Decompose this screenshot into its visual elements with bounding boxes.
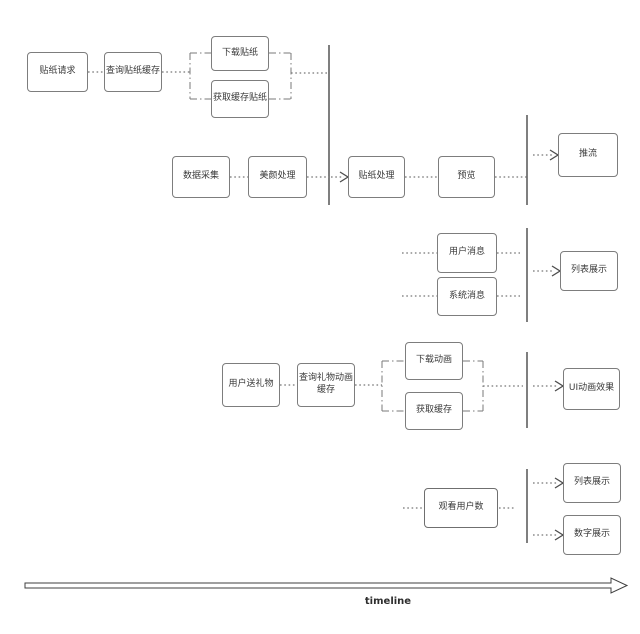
node-number-display: 数字展示 [563,515,621,555]
arrowhead [554,380,565,392]
node-list-display-viewers: 列表展示 [563,463,621,503]
node-sticker-request: 贴纸请求 [27,52,88,92]
node-beauty-process: 美颜处理 [248,156,307,198]
node-get-cache: 获取缓存 [405,392,463,430]
arrowhead [554,477,565,489]
lane-dividers [328,45,528,543]
node-preview: 预览 [438,156,495,198]
node-data-capture: 数据采集 [172,156,230,198]
node-push-stream: 推流 [558,133,618,177]
node-viewer-count: 观看用户数 [424,488,498,528]
node-query-sticker-cache: 查询贴纸缓存 [104,52,162,92]
arrowhead [551,265,562,277]
node-get-cached-sticker: 获取缓存贴纸 [211,80,269,118]
sticker-flow-connectors [88,52,329,100]
timeline-label: timeline [364,596,412,607]
node-system-message: 系统消息 [437,277,497,316]
node-sticker-process: 贴纸处理 [348,156,405,198]
node-ui-anim-effect: UI动画效果 [563,368,620,410]
node-user-message: 用户消息 [437,233,497,273]
node-download-anim: 下载动画 [405,342,463,380]
gift-flow-connectors [280,360,565,412]
arrowhead [554,529,565,541]
node-list-display-messages: 列表展示 [560,251,618,291]
node-user-send-gift: 用户送礼物 [222,363,280,407]
node-download-sticker: 下载贴纸 [211,36,269,71]
timeline-arrow [24,577,629,594]
node-query-gift-anim-cache: 查询礼物动画缓存 [297,363,355,407]
